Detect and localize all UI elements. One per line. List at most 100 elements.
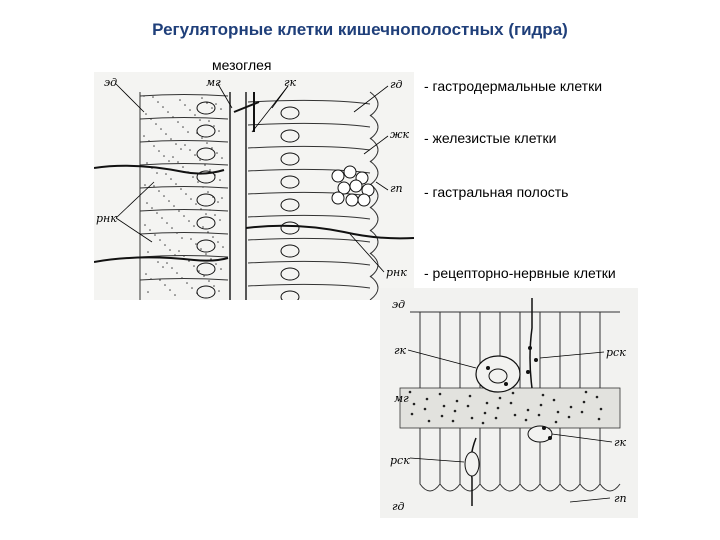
mesoglea-granule	[467, 405, 470, 408]
stipple-dot	[149, 229, 151, 231]
stipple-dot	[148, 140, 150, 142]
mesoglea-granule	[540, 404, 543, 407]
stipple-dot	[168, 160, 170, 162]
stipple-dot	[199, 119, 201, 121]
label-rnk-left: рнк	[96, 212, 117, 225]
mesoglea-granule	[486, 402, 489, 405]
mesoglea-granule	[525, 419, 528, 422]
stipple-dot	[222, 246, 224, 248]
stipple-dot	[169, 289, 171, 291]
mesoglea-granule	[512, 392, 515, 395]
stipple-dot	[156, 172, 158, 174]
mesoglea-granule	[409, 391, 412, 394]
stipple-dot	[220, 108, 222, 110]
stipple-dot	[215, 103, 217, 105]
stipple-dot	[147, 251, 149, 253]
cell-granule	[504, 382, 508, 386]
stipple-dot	[218, 130, 220, 132]
mesoglea-granule	[510, 402, 513, 405]
stipple-dot	[164, 284, 166, 286]
mesoglea-granule	[581, 411, 584, 414]
stipple-dot	[172, 156, 174, 158]
stipple-dot	[189, 149, 191, 151]
mesoglea-granule	[471, 417, 474, 420]
mesoglea-granule	[456, 400, 459, 403]
mezoglea-label: мезоглея	[212, 57, 272, 73]
mesoglea-granule	[514, 414, 517, 417]
stipple-dot	[144, 184, 146, 186]
stipple-dot	[216, 152, 218, 154]
glandular-cell	[476, 356, 520, 392]
gland-granule	[344, 166, 356, 178]
gland-granule	[332, 192, 344, 204]
stipple-dot	[177, 121, 179, 123]
stipple-dot	[174, 294, 176, 296]
label2-ed: эд	[392, 298, 405, 311]
mesoglea-granule	[426, 398, 429, 401]
stipple-dot	[220, 268, 222, 270]
stipple-dot	[145, 273, 147, 275]
stipple-dot	[206, 142, 208, 144]
mesoglea-granule	[454, 410, 457, 413]
stipple-dot	[167, 111, 169, 113]
stipple-dot	[193, 265, 195, 267]
stipple-dot	[199, 159, 201, 161]
stipple-dot	[208, 280, 210, 282]
stipple-dot	[201, 97, 203, 99]
gland-granule	[332, 170, 344, 182]
label2-gp: гп	[614, 492, 627, 505]
stipple-dot	[219, 219, 221, 221]
stipple-dot	[157, 261, 159, 263]
mesoglea-granule	[555, 421, 558, 424]
stipple-dot	[194, 154, 196, 156]
hydra-body-wall-figure: эд мг гк гд жк гп рнк рнк	[94, 72, 414, 300]
label-rnk-right: рнк	[386, 266, 407, 279]
stipple-dot	[209, 169, 211, 171]
stipple-dot	[190, 198, 192, 200]
stipple-dot	[189, 109, 191, 111]
gland-granule	[350, 180, 362, 192]
stipple-dot	[175, 183, 177, 185]
mesoglea-granule	[439, 393, 442, 396]
stipple-dot	[178, 210, 180, 212]
stipple-dot	[201, 137, 203, 139]
stipple-dot	[166, 222, 168, 224]
mesoglea-granule	[424, 408, 427, 411]
stipple-dot	[175, 143, 177, 145]
stipple-dot	[159, 279, 161, 281]
stipple-dot	[182, 166, 184, 168]
mesoglea-granule	[570, 406, 573, 409]
stipple-dot	[183, 215, 185, 217]
stipple-dot	[156, 212, 158, 214]
stipple-dot	[177, 161, 179, 163]
stipple-dot	[200, 208, 202, 210]
mesoglea-granule	[413, 403, 416, 406]
stipple-dot	[194, 114, 196, 116]
mesoglea-granule	[553, 399, 556, 402]
stipple-dot	[143, 95, 145, 97]
mesoglea-granule	[596, 396, 599, 399]
stipple-dot	[184, 104, 186, 106]
cell-granule	[534, 358, 538, 362]
stipple-dot	[208, 120, 210, 122]
stipple-dot	[161, 217, 163, 219]
stipple-dot	[203, 275, 205, 277]
stipple-dot	[145, 113, 147, 115]
stipple-dot	[218, 290, 220, 292]
cell-granule	[528, 346, 532, 350]
mesoglea-granule	[482, 422, 485, 425]
stipple-dot	[202, 226, 204, 228]
mesoglea-layer	[400, 388, 620, 428]
stipple-dot	[181, 237, 183, 239]
stipple-dot	[209, 209, 211, 211]
label2-rsk-right: рск	[606, 346, 626, 359]
gland-granule	[346, 194, 358, 206]
stipple-dot	[193, 225, 195, 227]
stipple-dot	[200, 248, 202, 250]
stipple-dot	[207, 191, 209, 193]
mesoglea-granule	[600, 408, 603, 411]
stipple-dot	[163, 195, 165, 197]
legend-gastral-cavity: - гастральная полость	[424, 184, 568, 200]
mesoglea-granule	[538, 414, 541, 417]
stipple-dot	[165, 133, 167, 135]
